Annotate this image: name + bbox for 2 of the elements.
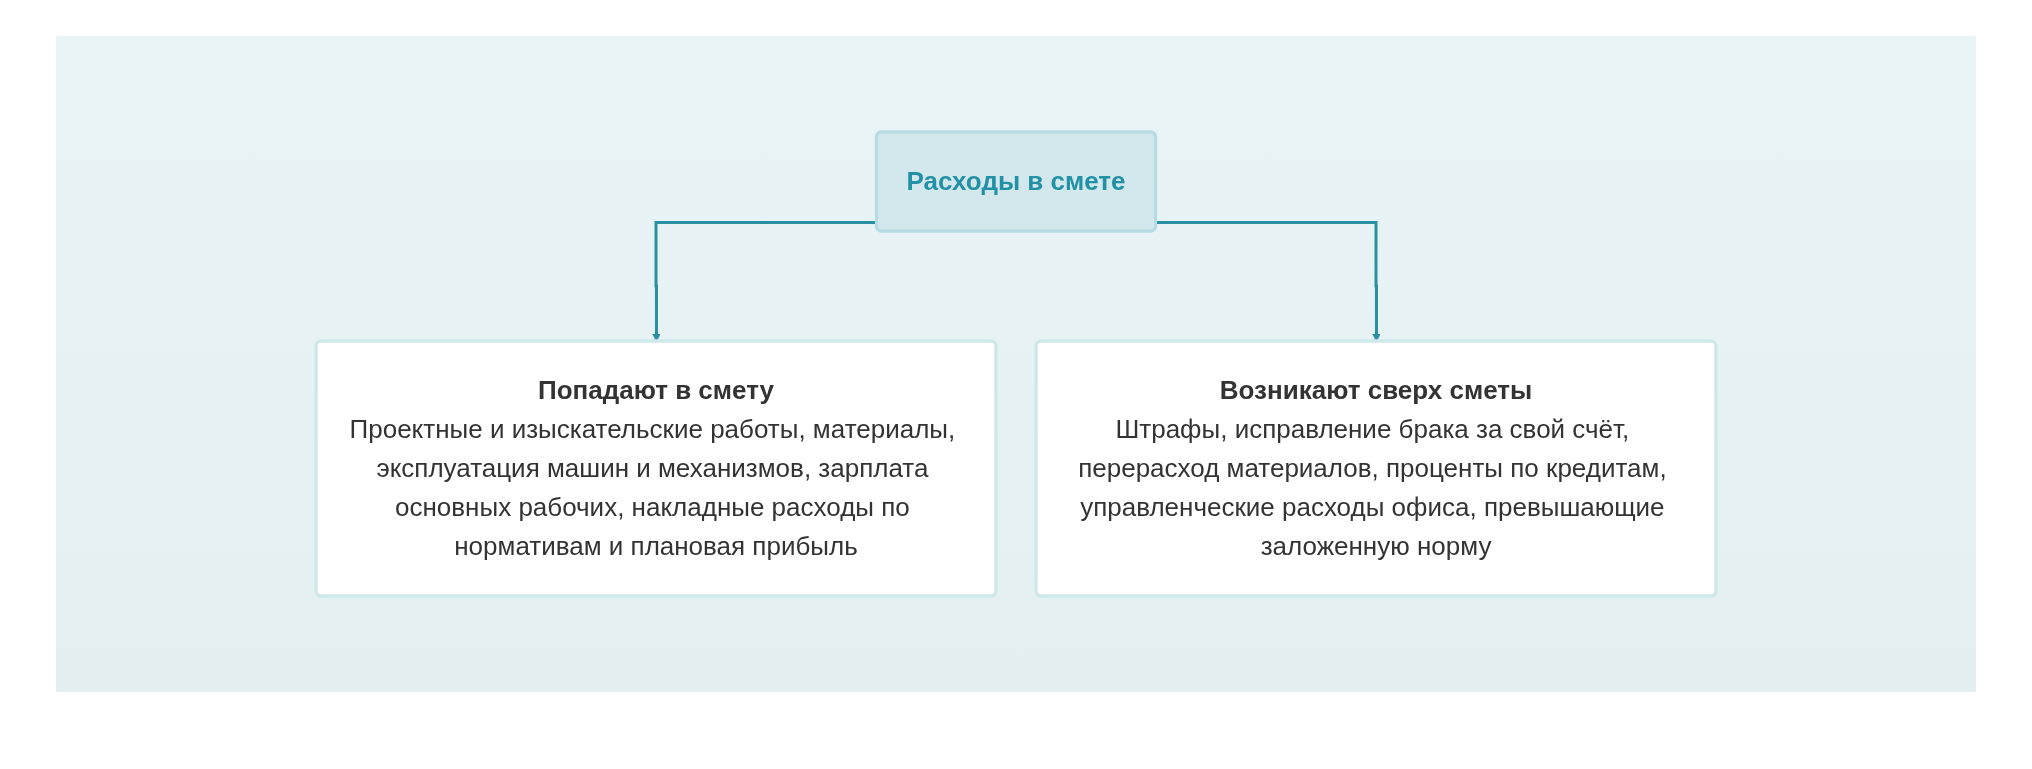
arrow xyxy=(652,221,877,342)
arrow xyxy=(1156,221,1381,342)
